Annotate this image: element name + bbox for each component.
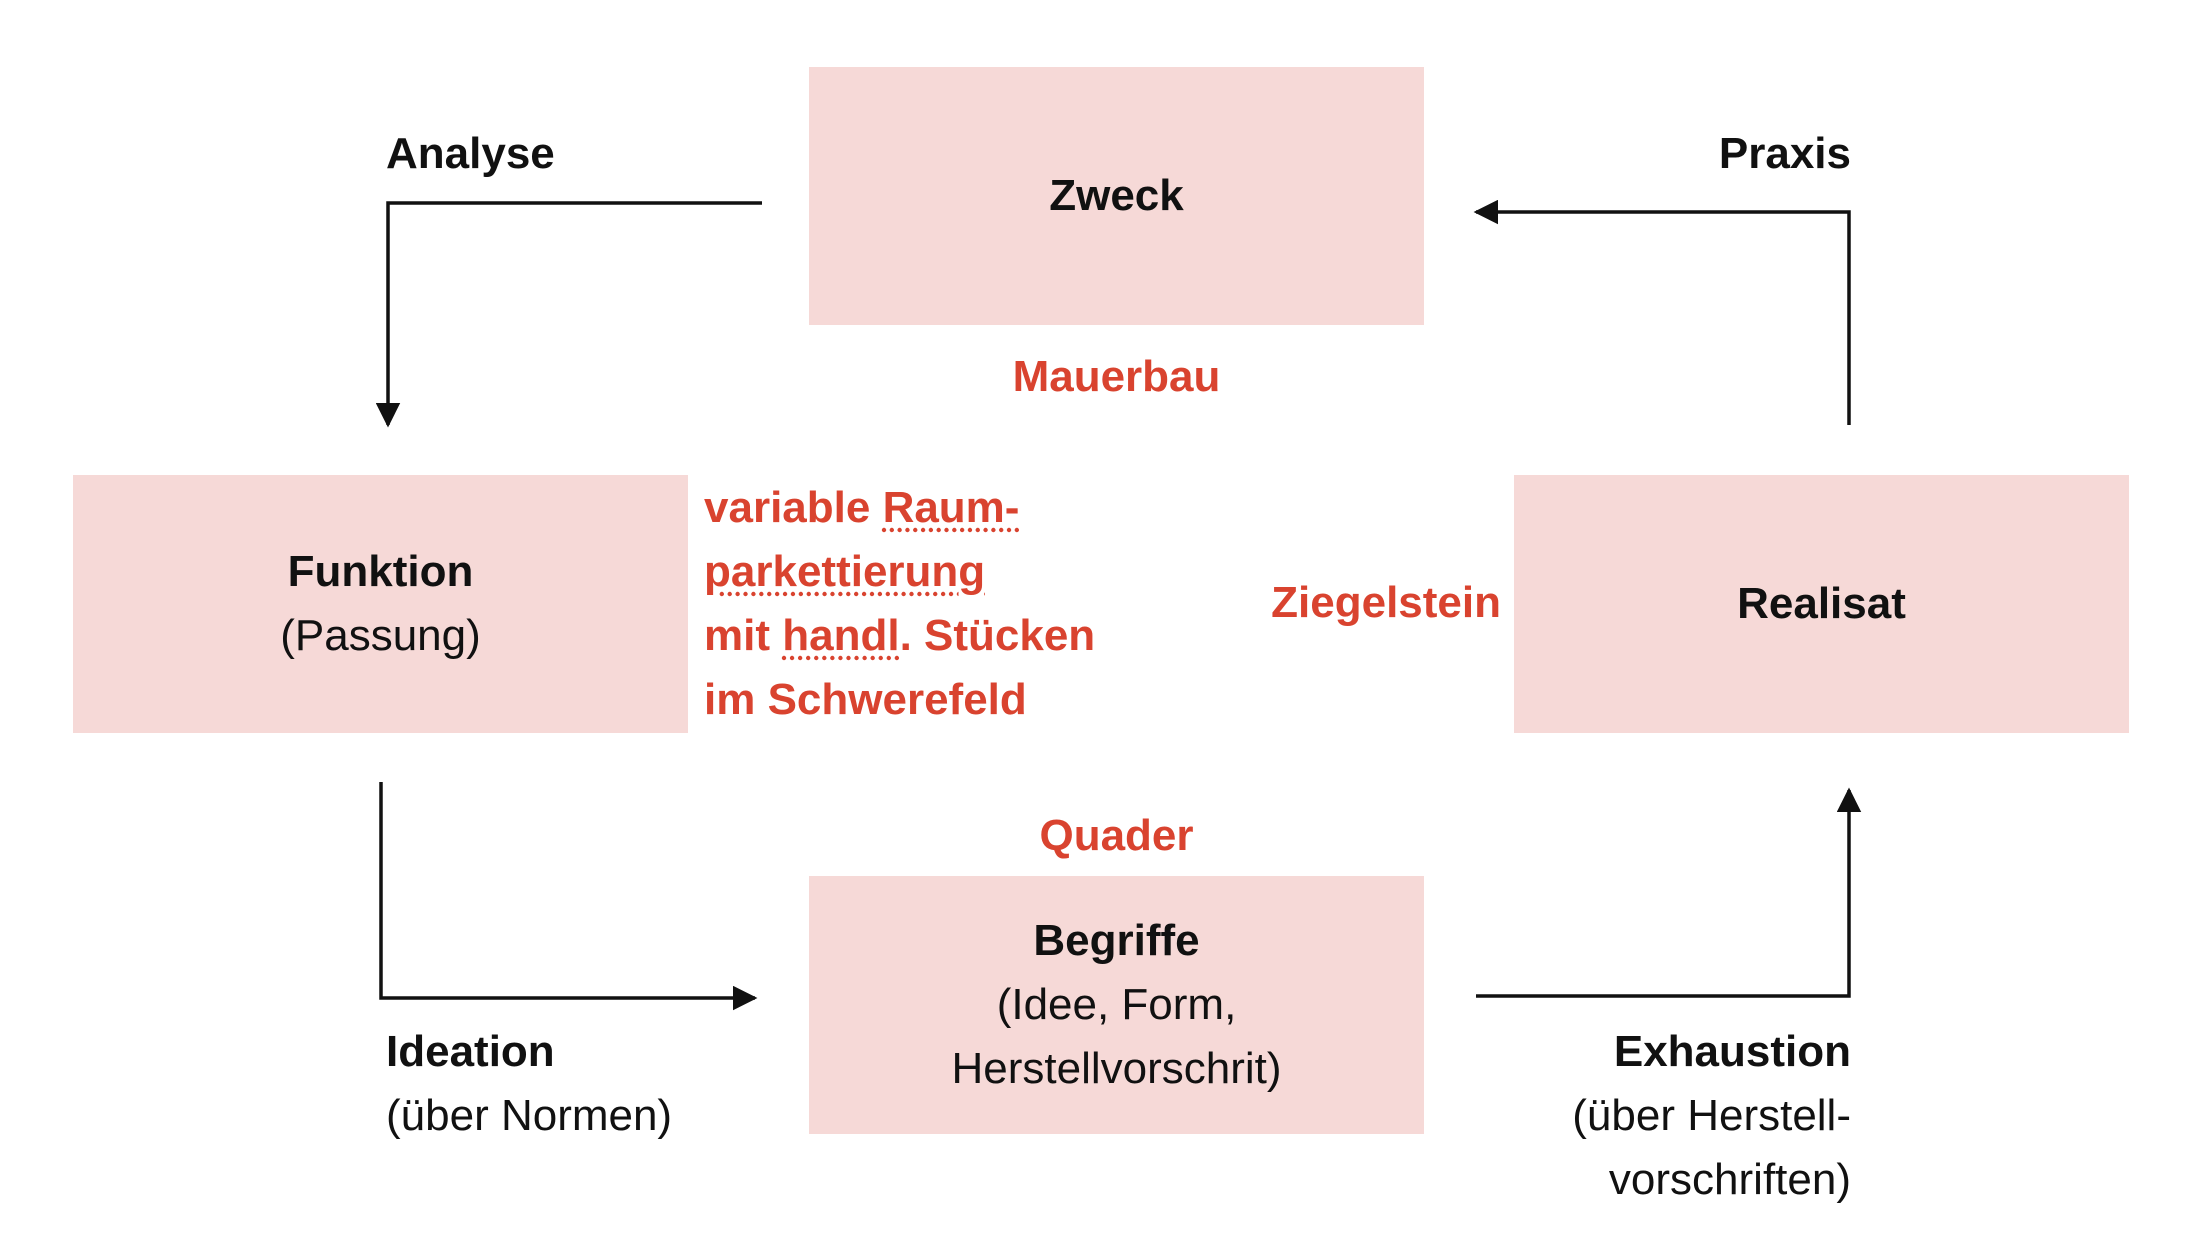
- exhaustion-label: Exhaustion (über Herstell- vorschriften): [1572, 1020, 1851, 1212]
- description-line2: parkettierung: [704, 547, 986, 596]
- description-line1: variable Raum-: [704, 483, 1020, 532]
- realisat-title: Realisat: [1737, 579, 1906, 628]
- analyse-arrow: [375, 201, 762, 428]
- analyse-title: Analyse: [386, 129, 555, 178]
- ideation-title: Ideation: [386, 1027, 555, 1076]
- begriffe-subtitle-line1: (Idee, Form,: [996, 980, 1237, 1029]
- praxis-label: Praxis: [1719, 122, 1851, 186]
- ideation-label: Ideation (über Normen): [386, 1020, 672, 1148]
- description-line4: im Schwerefeld: [704, 675, 1027, 724]
- quader-annotation: Quader: [1039, 811, 1194, 860]
- exhaustion-title: Exhaustion: [1613, 1027, 1851, 1076]
- funktion-box: Funktion (Passung): [73, 475, 688, 733]
- mauerbau-annotation: Mauerbau: [1012, 352, 1221, 401]
- begriffe-subtitle-line2: Herstellvorschrit): [951, 1044, 1282, 1093]
- funktion-subtitle: (Passung): [280, 611, 481, 660]
- analyse-label: Analyse: [386, 122, 555, 186]
- exhaustion-arrow: [1476, 787, 1862, 998]
- ideation-subtitle: (über Normen): [386, 1091, 673, 1140]
- realisat-box: Realisat: [1514, 475, 2129, 733]
- begriffe-box: Begriffe (Idee, Form, Herstellvorschrit): [809, 876, 1424, 1134]
- zweck-box: Zweck: [809, 67, 1424, 325]
- begriffe-title: Begriffe: [1033, 916, 1200, 965]
- praxis-arrow: [1473, 199, 1851, 425]
- description-annotation: variable Raum- parkettierung mit handl. …: [704, 476, 1095, 732]
- praxis-title: Praxis: [1718, 129, 1851, 178]
- description-line3: mit handl. Stücken: [704, 611, 1096, 660]
- exhaustion-subtitle-line1: (über Herstell-: [1572, 1091, 1851, 1140]
- funktion-title: Funktion: [287, 547, 474, 596]
- ziegelstein-annotation: Ziegelstein: [1271, 578, 1501, 627]
- ideation-arrow: [379, 782, 758, 1011]
- zweck-title: Zweck: [1049, 171, 1184, 220]
- exhaustion-subtitle-line2: vorschriften): [1608, 1155, 1851, 1204]
